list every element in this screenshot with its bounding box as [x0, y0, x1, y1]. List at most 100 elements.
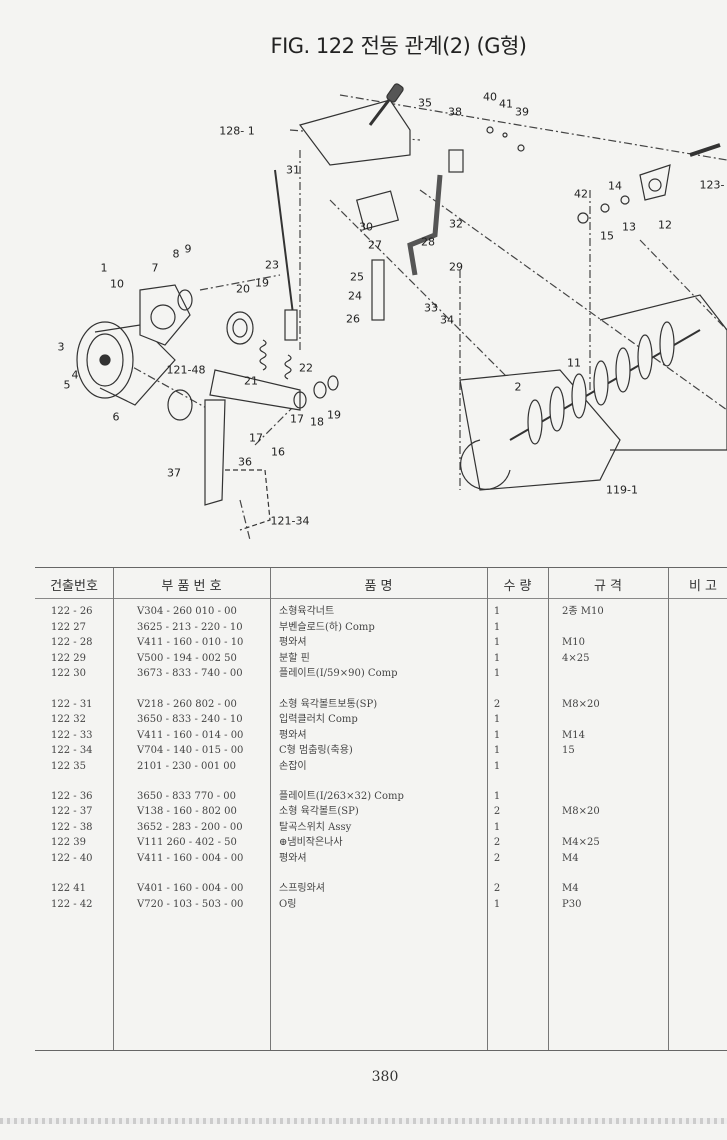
- callout-27: 27: [368, 238, 382, 252]
- table-row: 122 41 V401 - 160 - 004 - 00 스프링와셔 2 M4: [35, 881, 727, 896]
- callout-17: 17: [290, 412, 304, 426]
- part-number: V218 - 260 802 - 00: [137, 699, 237, 710]
- callout-14: 14: [608, 179, 622, 193]
- part-number: V411 - 160 - 010 - 10: [137, 637, 244, 648]
- table-header: 건출번호 부 품 번 호 품 명 수 량 규 격 비 고: [35, 568, 727, 599]
- column-divider: [548, 568, 549, 1050]
- part-name: 플레이트(I/263×32) Comp: [279, 791, 404, 802]
- callout-41: 41: [499, 97, 513, 111]
- part-name: 평와셔: [279, 853, 307, 864]
- part-name: 소형 육각볼트보통(SP): [279, 699, 378, 710]
- part-name: O링: [279, 899, 297, 910]
- spec: M8×20: [562, 699, 600, 710]
- item-no: 122 - 36: [51, 791, 93, 802]
- part-number: 2101 - 230 - 001 00: [137, 761, 236, 772]
- item-no: 122 - 42: [51, 899, 93, 910]
- callout-3: 3: [57, 340, 65, 354]
- header-spec: 규 격: [593, 579, 623, 594]
- callout-15: 15: [600, 229, 614, 243]
- callout-11: 11: [567, 356, 581, 370]
- quantity: 1: [493, 714, 501, 725]
- part-name: 손잡이: [279, 761, 307, 772]
- header-part-name: 품 명: [364, 579, 393, 594]
- callout-31: 31: [286, 163, 300, 177]
- item-no: 122 32: [51, 714, 86, 725]
- part-number: V401 - 160 - 004 - 00: [137, 883, 244, 894]
- callout-123: 123-: [699, 178, 725, 192]
- part-name: 입력클러치 Comp: [279, 714, 358, 725]
- callout-128-1: 128- 1: [219, 124, 255, 138]
- callout-19b: 19: [327, 408, 341, 422]
- callout-13: 13: [622, 220, 636, 234]
- part-name: 소형육각너트: [279, 606, 335, 617]
- item-no: 122 - 40: [51, 853, 93, 864]
- part-number: V111 260 - 402 - 50: [137, 837, 237, 848]
- quantity: 2: [493, 883, 501, 894]
- quantity: 1: [493, 791, 501, 802]
- quantity: 2: [493, 837, 501, 848]
- quantity: 1: [493, 745, 501, 756]
- spec: M4: [562, 853, 579, 864]
- callout-34: 34: [440, 313, 454, 327]
- callout-33: 33: [424, 301, 438, 315]
- spec: M4: [562, 883, 579, 894]
- callout-9: 9: [184, 242, 192, 256]
- part-name: 스프링와셔: [279, 883, 325, 894]
- item-no: 122 30: [51, 668, 86, 679]
- part-name: 소형 육각볼트(SP): [279, 806, 359, 817]
- callout-1: 1: [100, 261, 108, 275]
- column-divider: [270, 568, 271, 1050]
- spec: 2종 M10: [562, 606, 604, 617]
- item-no: 122 35: [51, 761, 86, 772]
- callout-17b: 17: [249, 431, 263, 445]
- part-number: V411 - 160 - 014 - 00: [137, 730, 244, 741]
- part-number: 3650 - 833 - 240 - 10: [137, 714, 243, 725]
- scan-edge: [0, 1118, 727, 1124]
- callout-22: 22: [299, 361, 313, 375]
- callout-23: 23: [265, 258, 279, 272]
- callout-19: 19: [255, 276, 269, 290]
- quantity: 1: [493, 653, 501, 664]
- callout-20: 20: [236, 282, 250, 296]
- callout-8: 8: [172, 247, 180, 261]
- part-number: V304 - 260 010 - 00: [137, 606, 237, 617]
- quantity: 1: [493, 622, 501, 633]
- header-remarks: 비 고: [688, 579, 718, 594]
- callout-32: 32: [449, 217, 463, 231]
- callout-35: 35: [418, 96, 432, 110]
- part-name: 평와셔: [279, 730, 307, 741]
- item-no: 122 - 33: [51, 730, 93, 741]
- item-no: 122 27: [51, 622, 86, 633]
- callout-119-1: 119-1: [606, 483, 638, 497]
- callout-38: 38: [448, 105, 462, 119]
- part-number: V720 - 103 - 503 - 00: [137, 899, 244, 910]
- column-divider: [113, 568, 114, 1050]
- part-name: 부벤슬로드(하) Comp: [279, 622, 375, 633]
- spec: M14: [562, 730, 585, 741]
- quantity: 1: [493, 637, 501, 648]
- item-no: 122 41: [51, 883, 86, 894]
- quantity: 1: [493, 668, 501, 679]
- spec: M10: [562, 637, 585, 648]
- spec: M8×20: [562, 806, 600, 817]
- item-no: 122 - 37: [51, 806, 93, 817]
- column-divider: [487, 568, 488, 1050]
- part-number: 3673 - 833 - 740 - 00: [137, 668, 243, 679]
- callout-21: 21: [244, 374, 258, 388]
- spec: P30: [562, 899, 582, 910]
- header-item-no: 건출번호: [50, 579, 98, 594]
- callout-36: 36: [238, 455, 252, 469]
- callout-26: 26: [346, 312, 360, 326]
- part-name: 탈곡스위치 Assy: [279, 822, 352, 833]
